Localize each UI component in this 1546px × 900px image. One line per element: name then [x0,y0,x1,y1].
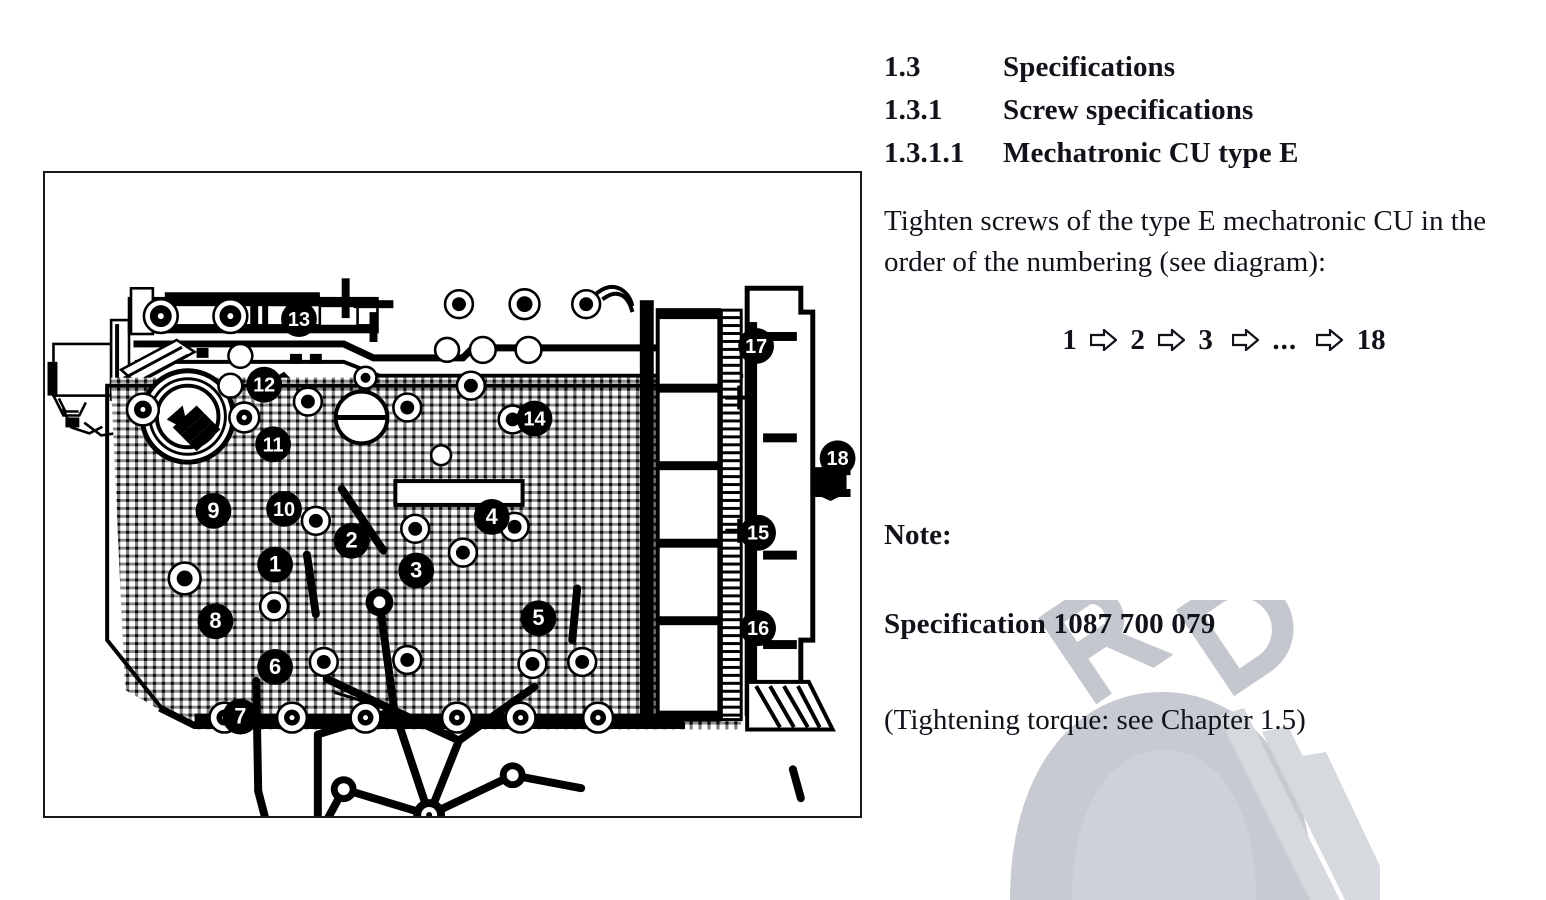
callout-number: 2 [346,528,358,553]
callout-number: 15 [747,523,769,545]
callout-circle [398,552,435,589]
callout-circle [473,498,510,535]
callout-circle [222,698,259,735]
callout-circle [257,546,293,583]
callout-badge-1: 1 [257,546,293,583]
callout-circle [197,603,234,640]
heading-1-3-1-1: 1.3.1.1 Mechatronic CU type E [884,132,1524,175]
callout-badge-14: 14 [516,400,553,437]
tightening-sequence: 1 2 3 ... 18 [989,321,1459,357]
callout-badge-2: 2 [333,522,370,559]
heading-1-3-number: 1.3 [884,51,921,83]
callout-number: 8 [209,608,221,633]
callout-circle [255,426,292,463]
callout-number: 3 [410,557,422,582]
callout-number: 12 [253,375,275,397]
note-label: Note: [884,519,952,552]
right-block-arrow-icon [1316,323,1345,357]
callout-badge-3: 3 [398,552,435,589]
callout-number: 6 [269,654,281,679]
sequence-step-1: 1 [1062,324,1077,357]
callout-number: 16 [747,618,769,640]
torque-reference: (Tightening torque: see Chapter 1.5) [884,704,1306,737]
heading-1-3-1-1-number: 1.3.1.1 [884,137,965,169]
right-block-arrow-icon [1090,323,1118,357]
callout-number: 14 [523,408,545,430]
instruction-paragraph: Tighten screws of the type E mechatronic… [884,205,1487,278]
wire-harness [595,285,635,313]
specifications-text-column: 1.3 Specifications 1.3.1 Screw specifica… [884,46,1524,737]
callout-circle [819,440,856,477]
callout-circle [195,493,232,529]
callout-badge-9: 9 [195,493,232,529]
callout-badge-6: 6 [257,649,293,685]
valve-body-fins [639,285,851,732]
heading-1-3-title: Specifications [1003,51,1176,83]
sequence-step-2: 2 [1130,324,1145,357]
callout-number: 5 [532,605,544,630]
heading-1-3-1-title: Screw specifications [1003,94,1254,126]
heading-1-3-1: 1.3.1 Screw specifications [884,89,1524,132]
bosses [125,287,602,680]
right-block-arrow-icon [1158,323,1186,357]
bottom-rail [158,701,686,734]
callout-circle [740,514,776,551]
sequence-ellipsis: ... [1272,324,1298,357]
callout-number: 4 [486,504,499,529]
connector-block [47,318,131,437]
callout-circle [246,366,283,403]
heading-1-3-1-1-title: Mechatronic CU type E [1003,137,1299,169]
callout-number: 17 [745,336,767,358]
callout-number: 11 [263,434,284,456]
callout-badge-5: 5 [520,600,557,637]
callout-badge-13: 13 [281,301,317,337]
callout-number: 1 [269,552,281,577]
callout-badge-18: 18 [819,440,856,477]
top-rail [127,278,745,396]
callout-circle [266,491,302,527]
callout-circle [520,600,557,637]
callout-badge-11: 11 [255,426,292,463]
callout-number: 13 [288,309,310,331]
right-block-arrow-icon [1232,323,1260,357]
callout-badge-16: 16 [740,610,776,647]
callout-circle [738,328,774,364]
callout-badge-15: 15 [740,514,776,551]
callout-badge-12: 12 [246,366,283,403]
sequence-step-3: 3 [1198,324,1213,357]
callout-badge-17: 17 [738,328,774,364]
sequence-step-last: 18 [1356,324,1386,357]
callout-badge-8: 8 [197,603,234,640]
callout-circle [281,301,317,337]
callout-number: 7 [234,704,246,729]
callout-number: 10 [273,499,295,521]
callout-circle [257,649,293,685]
callout-number: 18 [827,448,849,470]
callout-circle [740,610,776,647]
callout-number: 9 [207,498,219,523]
callout-badge-7: 7 [222,698,259,735]
heading-1-3: 1.3 Specifications [884,46,1524,89]
callout-circle [516,400,553,437]
callout-circle [333,522,370,559]
callout-badge-4: 4 [473,498,510,535]
specification-number: Specification 1087 700 079 [884,608,1216,641]
star-hubs [330,588,526,816]
heading-1-3-1-number: 1.3.1 [884,94,943,126]
callout-badge-10: 10 [266,491,302,527]
